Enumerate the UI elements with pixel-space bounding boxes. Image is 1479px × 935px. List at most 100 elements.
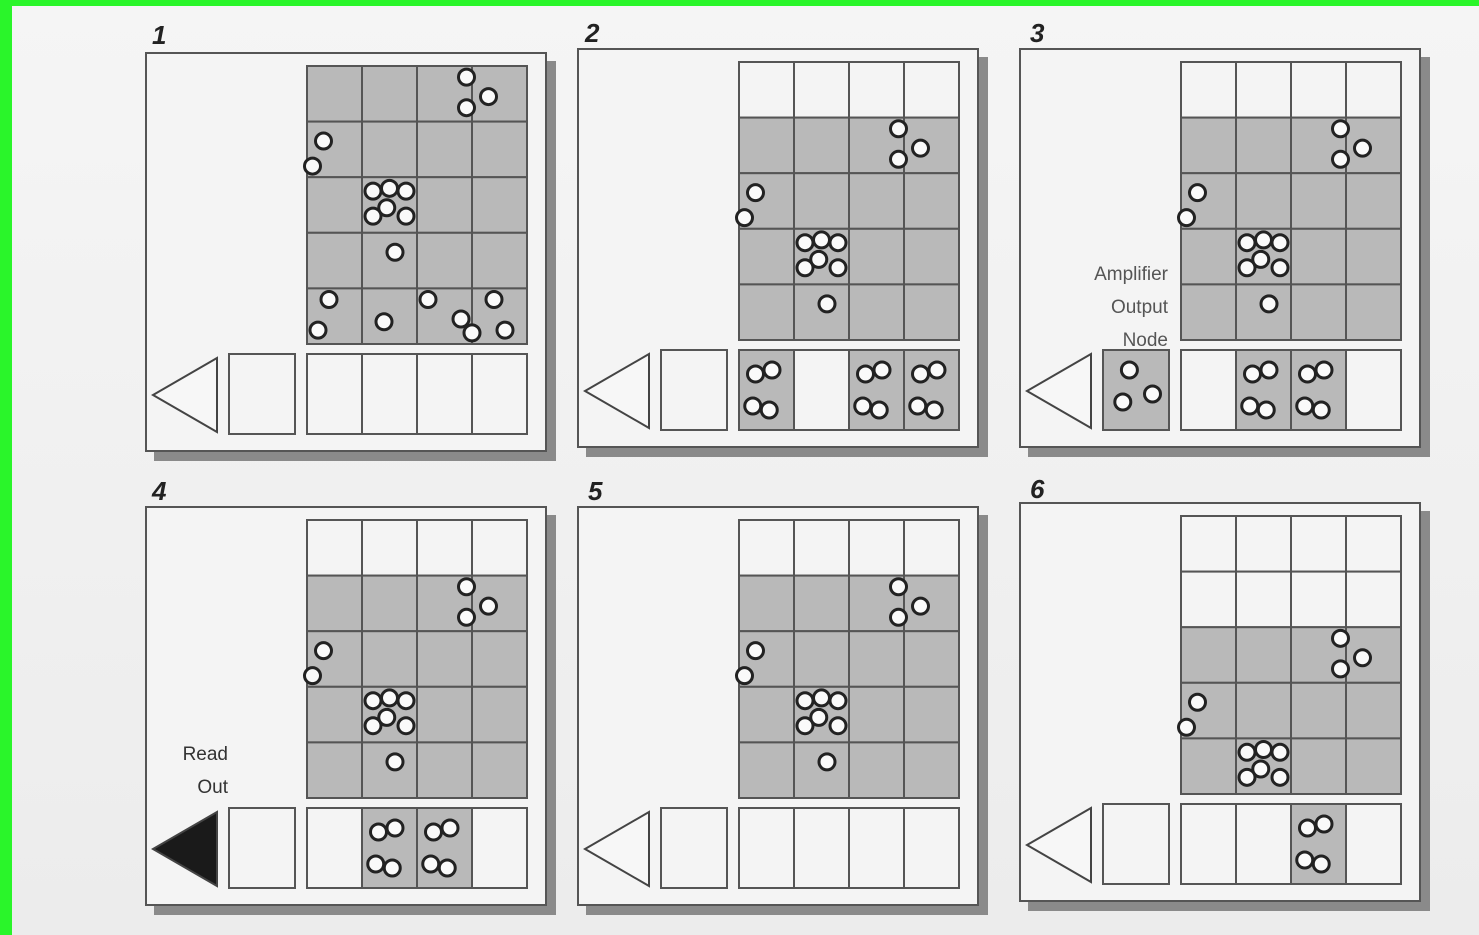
charge-packet: [1258, 402, 1274, 418]
pixel-cell: [417, 631, 472, 687]
charge-packet: [1121, 362, 1137, 378]
pixel-cell: [794, 62, 849, 118]
charge-packet: [420, 292, 436, 308]
pixel-cell: [1236, 572, 1291, 628]
pixel-cell: [794, 742, 849, 798]
pixel-cell: [904, 742, 959, 798]
pixel-cell: [362, 233, 417, 289]
pixel-cell: [307, 233, 362, 289]
charge-packet: [761, 402, 777, 418]
charge-packet: [398, 693, 414, 709]
pixel-cell: [739, 229, 794, 285]
pixel-cell: [1291, 229, 1346, 285]
charge-packet: [459, 69, 475, 85]
pixel-cell: [307, 520, 362, 576]
output-node: [1103, 804, 1169, 884]
charge-packet: [871, 402, 887, 418]
charge-packet: [858, 366, 874, 382]
pixel-cell: [1181, 516, 1236, 572]
charge-packet: [1300, 366, 1316, 382]
pixel-cell: [1346, 229, 1401, 285]
charge-packet: [1272, 769, 1288, 785]
charge-packet: [814, 690, 830, 706]
charge-packet: [913, 598, 929, 614]
pixel-cell: [739, 742, 794, 798]
charge-packet: [1179, 210, 1195, 226]
pixel-cell: [362, 576, 417, 632]
pixel-cell: [904, 631, 959, 687]
charge-packet: [1333, 661, 1349, 677]
charge-packet: [819, 296, 835, 312]
pixel-cell: [1236, 683, 1291, 739]
pixel-cell: [1236, 173, 1291, 229]
pixel-cell: [904, 520, 959, 576]
pixel-cell: [307, 742, 362, 798]
charge-packet: [891, 579, 907, 595]
charge-packet: [305, 158, 321, 174]
output-node: [661, 808, 727, 888]
register-cell: [472, 808, 527, 888]
charge-packet: [926, 402, 942, 418]
charge-packet: [426, 824, 442, 840]
pixel-cell: [417, 687, 472, 743]
amplifier-arrow: [153, 812, 217, 886]
charge-packet: [830, 718, 846, 734]
pixel-cell: [472, 122, 527, 178]
charge-packet: [811, 709, 827, 725]
pixel-cell: [1236, 118, 1291, 174]
charge-packet: [737, 668, 753, 684]
charge-packet: [797, 693, 813, 709]
amplifier-arrow: [585, 812, 649, 886]
pixel-cell: [1346, 572, 1401, 628]
charge-packet: [481, 598, 497, 614]
pixel-cell: [739, 520, 794, 576]
charge-packet: [891, 609, 907, 625]
charge-packet: [811, 251, 827, 267]
charge-packet: [1261, 362, 1277, 378]
pixel-cell: [849, 520, 904, 576]
pixel-cell: [904, 173, 959, 229]
charge-packet: [1313, 856, 1329, 872]
pixel-cell: [904, 229, 959, 285]
charge-packet: [453, 311, 469, 327]
pixel-cell: [794, 520, 849, 576]
register-cell: [472, 354, 527, 434]
charge-packet: [1313, 402, 1329, 418]
pixel-cell: [1236, 284, 1291, 340]
pixel-cell: [849, 687, 904, 743]
charge-packet: [442, 820, 458, 836]
pixel-cell: [904, 687, 959, 743]
charge-packet: [764, 362, 780, 378]
charge-packet: [1333, 121, 1349, 137]
charge-packet: [1253, 761, 1269, 777]
register-cell: [1346, 350, 1401, 430]
charge-packet: [387, 244, 403, 260]
pixel-cell: [1236, 62, 1291, 118]
pixel-cell: [472, 742, 527, 798]
charge-packet: [1316, 362, 1332, 378]
charge-packet: [1316, 816, 1332, 832]
register-cell: [362, 354, 417, 434]
charge-packet: [398, 208, 414, 224]
pixel-cell: [1181, 572, 1236, 628]
charge-packet: [748, 643, 764, 659]
charge-packet: [481, 89, 497, 105]
amplifier-arrow: [153, 358, 217, 432]
charge-packet: [305, 668, 321, 684]
pixel-cell: [362, 631, 417, 687]
charge-packet: [1272, 260, 1288, 276]
pixel-cell: [362, 66, 417, 122]
register-cell: [904, 808, 959, 888]
charge-packet: [387, 820, 403, 836]
charge-packet: [910, 398, 926, 414]
pixel-cell: [1291, 572, 1346, 628]
charge-packet: [382, 690, 398, 706]
charge-packet: [737, 210, 753, 226]
pixel-cell: [849, 173, 904, 229]
charge-packet: [382, 180, 398, 196]
pixel-cell: [849, 229, 904, 285]
charge-packet: [459, 100, 475, 116]
charge-packet: [316, 133, 332, 149]
charge-packet: [1261, 296, 1277, 312]
pixel-cell: [794, 173, 849, 229]
